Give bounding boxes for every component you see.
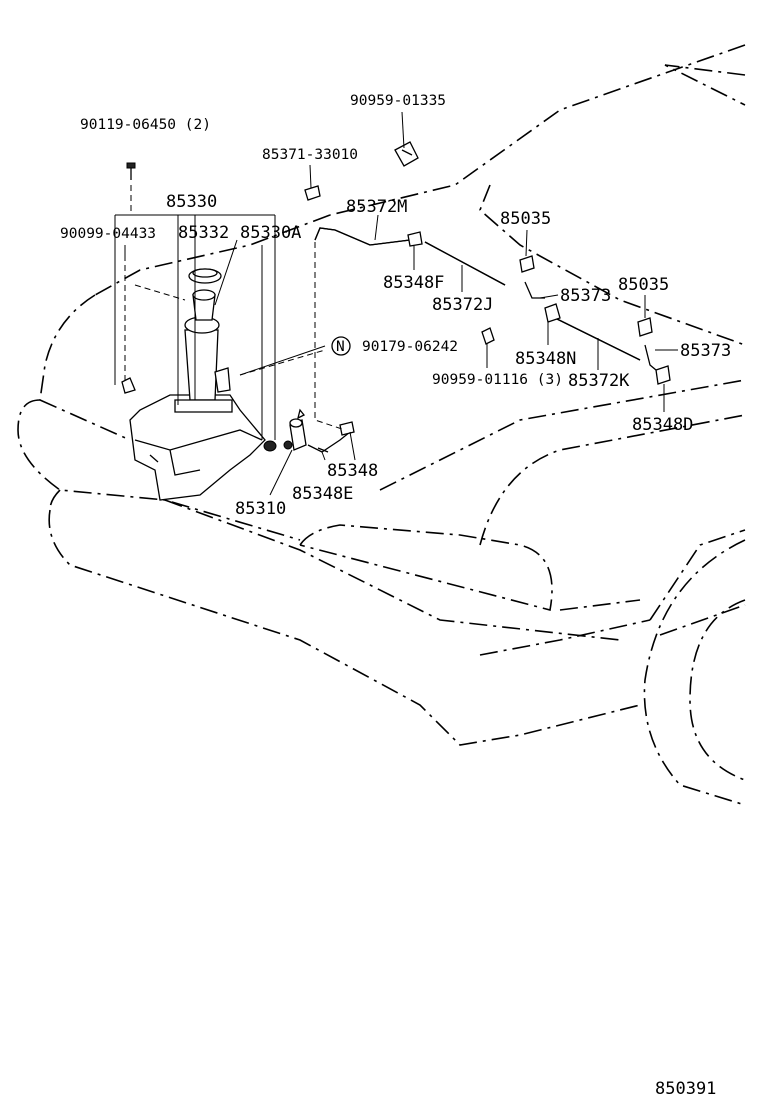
label-85348: 85348 xyxy=(327,461,378,481)
label-85332: 85332 xyxy=(178,223,229,243)
label-90959-01335: 90959-01335 xyxy=(350,93,446,109)
label-85035-lower: 85035 xyxy=(618,275,669,295)
label-90119-06450: 90119-06450 (2) xyxy=(80,117,211,133)
label-90959-01116: 90959-01116 (3) xyxy=(432,372,563,388)
washer-tank-assembly xyxy=(121,268,277,501)
label-85348F: 85348F xyxy=(383,273,444,293)
drawing-number: 850391 xyxy=(655,1079,716,1099)
label-85371-33010: 85371-33010 xyxy=(262,147,358,163)
clip-parts xyxy=(304,141,419,201)
label-85330: 85330 xyxy=(166,192,217,212)
label-85348D: 85348D xyxy=(632,415,693,435)
label-85372J: 85372J xyxy=(432,295,493,315)
label-85348E: 85348E xyxy=(292,484,353,504)
bolt-part xyxy=(126,162,136,215)
label-85373-lower: 85373 xyxy=(680,341,731,361)
label-85310: 85310 xyxy=(235,499,286,519)
connector-dashes xyxy=(124,242,346,431)
new-part-mark-icon xyxy=(331,336,351,356)
label-85372M: 85372M xyxy=(346,197,407,217)
label-90179-06242: 90179-06242 xyxy=(362,339,458,355)
nozzle-parts xyxy=(339,231,671,436)
label-new-part-mark: N xyxy=(336,339,345,355)
label-85035-upper: 85035 xyxy=(500,209,551,229)
part-labels: 90959-01335 90119-06450 (2) 85371-33010 … xyxy=(60,93,731,1099)
label-85373-upper: 85373 xyxy=(560,286,611,306)
leader-lines xyxy=(114,111,678,496)
label-85348N: 85348N xyxy=(515,349,576,369)
vehicle-body-outline xyxy=(17,44,746,806)
label-90099-04433: 90099-04433 xyxy=(60,226,156,242)
label-85330A: 85330A xyxy=(240,223,301,243)
washer-pump-part xyxy=(283,408,307,451)
label-85372K: 85372K xyxy=(568,371,630,391)
